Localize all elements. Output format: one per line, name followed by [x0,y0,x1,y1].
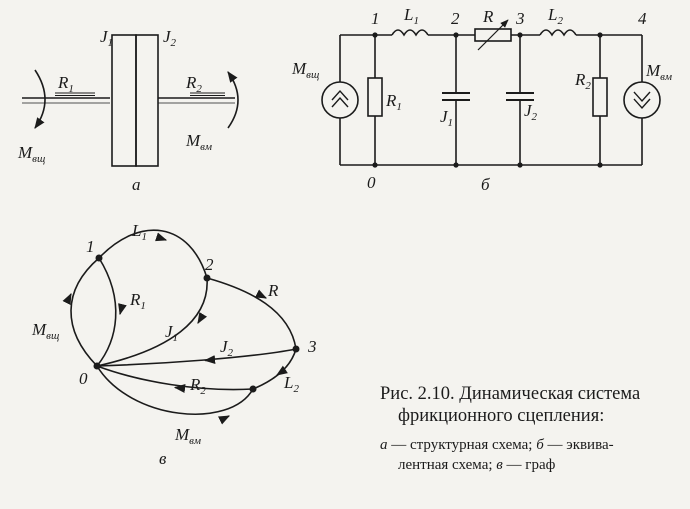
graph-label-m-out: Mвм [174,425,201,447]
equivalent-circuit [321,19,661,166]
label-j2: J2 [163,27,177,49]
graph [62,229,297,425]
graph-label-l1: L1 [131,221,147,243]
label-l1: L1 [403,5,419,27]
edge-r [206,277,297,350]
resistor-r1 [367,77,383,117]
source-m-out [623,81,661,119]
label-r2: R2 [185,73,202,95]
edge-r2 [96,365,254,391]
resistor-r2 [592,77,608,117]
label-l2: L2 [547,5,563,27]
caption-line-1: Рис. 2.10. Динамическая система [380,384,641,404]
caption-sub-line-2: лентная схема; в — граф [380,455,680,475]
graph-label-v: в [159,449,167,468]
graph-nodes [93,254,300,393]
label-r2: R2 [574,70,591,92]
node-3-label: 3 [515,9,525,28]
graph-label-r2: R2 [189,375,206,397]
node-4-label: 4 [638,9,647,28]
label-r1: R1 [57,73,74,95]
graph-node-2-label: 2 [205,255,214,274]
graph-label-l2: L2 [283,373,299,395]
caption-letter-a: а [380,437,388,453]
structural-scheme-labels: J1 J2 R1 R2 Mвщ Mвм а [17,27,212,194]
graph-node-3 [292,345,300,353]
label-j1: J1 [440,107,453,129]
label-j2: J2 [524,101,538,123]
caption-text-a: — структурная схема; [387,437,537,453]
edge-l1 [98,229,208,279]
label-j1: J1 [100,27,113,49]
caption-text-b: — эквива- [543,437,614,453]
graph-node-2 [203,274,211,282]
torque-output-arrow [227,71,239,129]
caption-letter-v: в [496,457,503,473]
label-m-in: Mвщ [291,59,319,81]
node-2-label: 2 [451,9,460,28]
caption-sub-line-1: а — структурная схема; б — эквива- [380,435,680,455]
disc-j2 [135,34,159,167]
graph-label-r: R [267,281,279,300]
graph-label-m-in: Mвщ [31,320,59,342]
equivalent-circuit-nodes [372,32,603,168]
caption-text-b2: лентная схема; [398,457,497,473]
equivalent-circuit-labels: 1 2 3 4 0 L1 R L2 R1 J1 J2 R2 Mвщ Mвм б [291,5,672,194]
figure-caption: Рис. 2.10. Динамическая система фрикцион… [380,383,680,475]
label-m-out: Mвм [185,131,212,153]
graph-node-1-label: 1 [86,237,95,256]
node-1-label: 1 [371,9,380,28]
graph-label-j2: J2 [220,337,234,359]
caption-text-v: — граф [502,457,556,473]
caption-line-2: фрикционного сцепления: [398,406,605,426]
source-m-in [321,81,359,119]
graph-node-0 [93,362,101,370]
edge-r1 [96,257,117,367]
graph-label-j1: J1 [165,322,178,344]
edge-j2 [96,348,297,367]
label-a: а [132,175,141,194]
label-r: R [482,7,494,26]
label-m-in: Mвщ [17,143,45,165]
label-m-out: Mвм [645,61,672,83]
graph-node-3-label: 3 [307,337,317,356]
edge-m-out [96,365,254,415]
graph-node-0-label: 0 [79,369,88,388]
caption-letter-b: б [536,437,544,453]
inductor-l2 [539,29,577,37]
graph-labels: 1 2 3 0 L1 R1 R J1 J2 R2 L2 Mвщ Mвм в [31,221,317,468]
label-r1: R1 [385,91,402,113]
node-0-label: 0 [367,173,376,192]
edge-m-in [70,257,100,367]
inductor-l1 [391,29,429,37]
graph-label-r1: R1 [129,290,146,312]
torque-input-arrow [34,69,46,129]
disc-j1 [111,34,137,167]
graph-node-4 [249,385,257,393]
graph-node-1 [95,254,103,262]
structural-scheme [22,34,239,167]
edge-j1 [96,277,208,367]
label-b: б [481,175,490,194]
